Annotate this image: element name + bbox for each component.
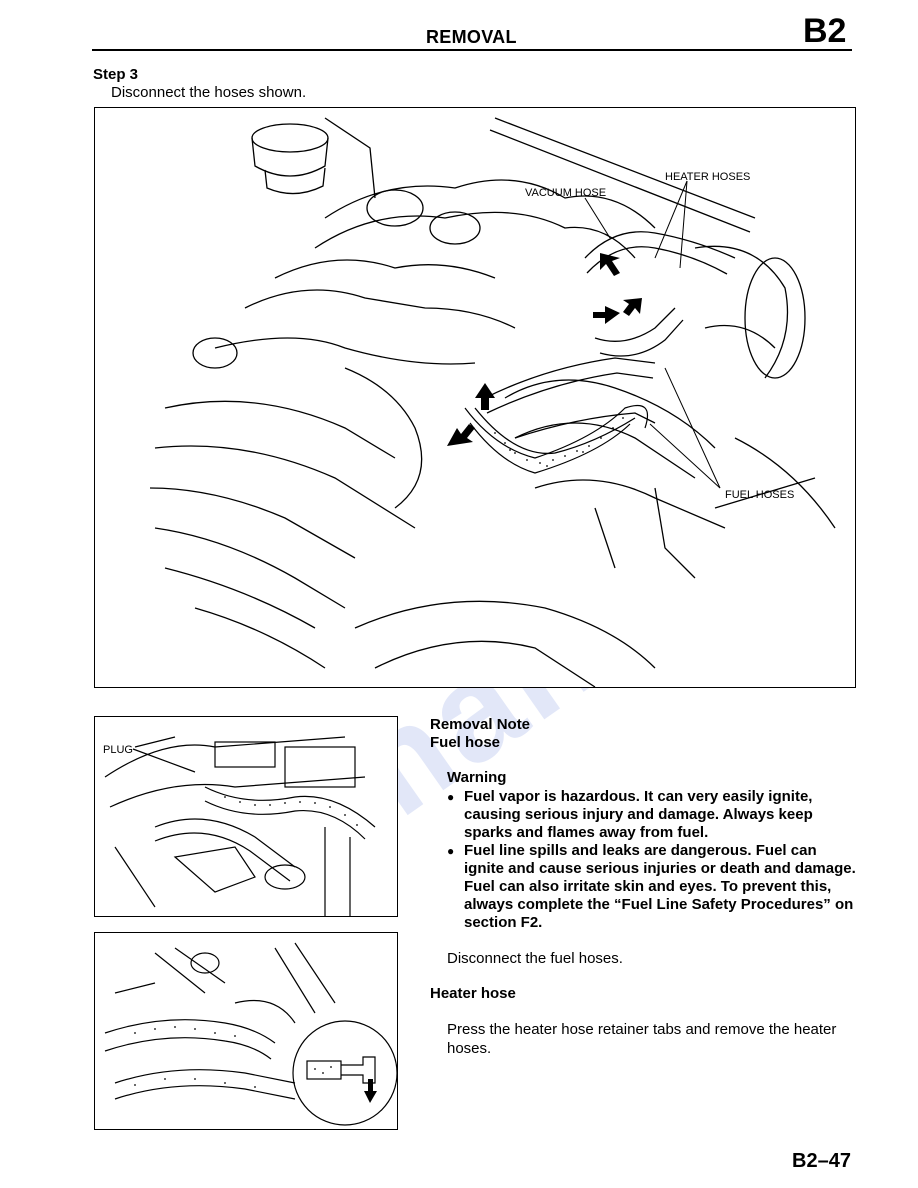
heater-hose-instruction: Press the heater hose retainer tabs and … xyxy=(447,1021,837,1057)
fuel-hose-heading: Fuel hose xyxy=(430,734,501,751)
label-vacuum-hose: VACUUM HOSE xyxy=(525,187,606,199)
fuel-hose-instruction: Disconnect the fuel hoses. xyxy=(447,950,623,967)
label-plug: PLUG xyxy=(103,744,133,756)
label-heater-hoses: HEATER HOSES xyxy=(665,171,750,183)
section-code: B2 xyxy=(803,12,847,50)
warning-title: Warning xyxy=(447,769,507,786)
page-title: REMOVAL xyxy=(426,27,517,47)
header-rule xyxy=(92,49,852,51)
warning-item: Fuel line spills and leaks are dangerous… xyxy=(446,842,858,932)
plug-figure: PLUG xyxy=(94,716,398,917)
heater-hose-heading: Heater hose xyxy=(430,985,516,1002)
warning-list: Fuel vapor is hazardous. It can very eas… xyxy=(446,788,858,932)
heater-hose-figure xyxy=(94,932,398,1130)
step-label: Step 3 xyxy=(93,66,139,83)
plug-illustration: PLUG xyxy=(103,736,376,916)
label-fuel-hoses: FUEL HOSES xyxy=(725,489,794,501)
warning-item: Fuel vapor is hazardous. It can very eas… xyxy=(446,788,858,842)
heater-hose-illustration xyxy=(104,942,397,1126)
engine-illustration: HEATER HOSES VACUUM HOSE FUEL HOSES xyxy=(149,117,836,687)
step-instruction: Disconnect the hoses shown. xyxy=(111,84,307,101)
page-number: B2–47 xyxy=(792,1150,851,1172)
removal-note-title: Removal Note xyxy=(430,716,531,733)
engine-figure: HEATER HOSES VACUUM HOSE FUEL HOSES xyxy=(94,107,856,688)
